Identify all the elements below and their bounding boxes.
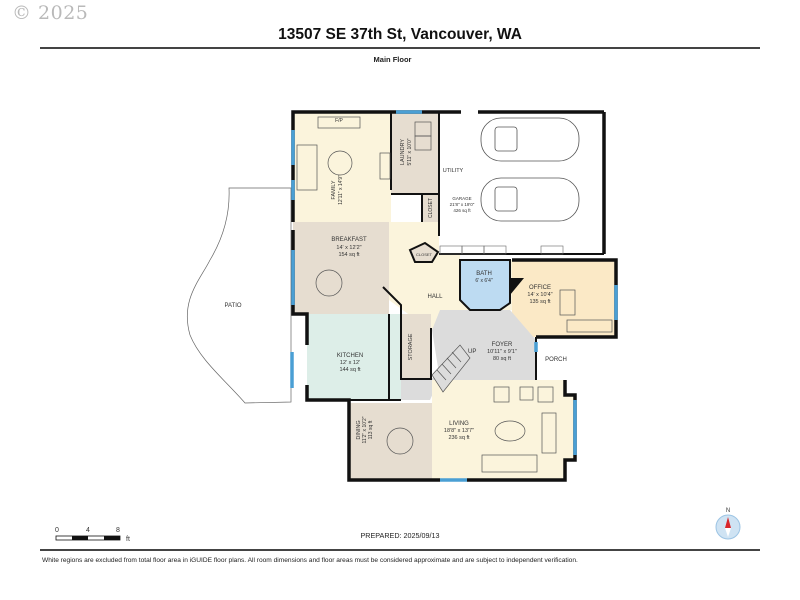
compass-icon: N: [715, 508, 741, 540]
room-dining: [349, 403, 432, 480]
copyright-watermark: © 2025: [12, 2, 89, 24]
scale-bar: 0 4 8 ft: [55, 527, 130, 543]
room-garage: [439, 112, 604, 254]
room-dims-garage: 21'8" x 19'0": [450, 202, 475, 207]
stair-up-label: UP: [468, 349, 476, 355]
room-breakfast: [293, 222, 389, 314]
garage-cars: [480, 117, 580, 222]
room-dims-foyer: 10'11" x 9'1": [487, 349, 517, 355]
furniture: [296, 116, 613, 473]
room-label-utility: UTILITY: [443, 168, 464, 174]
room-storage: [401, 314, 431, 379]
staircase: [431, 344, 471, 393]
room-dims-family: 12'11" x 14'9": [338, 175, 344, 205]
room-label-porch: PORCH: [545, 357, 567, 363]
scale-tick-8: 8: [116, 527, 120, 534]
fireplace-label: F/P: [335, 118, 343, 124]
room-label-bath: BATH: [476, 271, 492, 277]
room-label-hall: HALL: [427, 294, 443, 300]
room-dims-bath: 6' x 6'4": [475, 278, 493, 284]
room-area-garage: 426 sq ft: [453, 208, 471, 213]
room-family: [293, 112, 391, 222]
header-divider: [40, 47, 760, 49]
room-area-breakfast: 154 sq ft: [338, 252, 360, 258]
patio-area: PATIO: [186, 187, 292, 404]
room-dims-living: 18'8" x 13'7": [444, 428, 474, 434]
room-label-living: LIVING: [449, 421, 469, 427]
room-office: [512, 260, 616, 337]
page-title: 13507 SE 37th St, Vancouver, WA: [278, 26, 522, 43]
room-label-family: FAMILY: [331, 180, 337, 199]
footer-divider: [40, 549, 760, 551]
room-porch: [536, 338, 571, 378]
room-dims-laundry: 5'11" x 10'0": [407, 138, 413, 165]
room-living: [432, 380, 575, 480]
room-dims-dining: 11'2" x 10'2": [362, 416, 368, 443]
scale-tick-4: 4: [86, 527, 90, 534]
room-label-patio: PATIO: [224, 303, 241, 309]
room-label-laundry: LAUNDRY: [400, 139, 406, 166]
room-closet-1: [422, 194, 439, 224]
room-label-breakfast: BREAKFAST: [331, 237, 367, 243]
footer-disclaimer: White regions are excluded from total fl…: [42, 557, 578, 564]
scale-unit: ft: [126, 536, 130, 543]
room-area-living: 236 sq ft: [448, 435, 470, 441]
room-bath: [460, 260, 510, 310]
room-dims-kitchen: 12' x 12': [340, 360, 360, 366]
floor-label: Main Floor: [373, 55, 412, 64]
room-area-dining: 113 sq ft: [368, 420, 374, 439]
stair-landing: [400, 378, 440, 400]
room-area-office: 135 sq ft: [529, 299, 551, 305]
room-label-garage: GARAGE: [452, 196, 471, 201]
room-area-foyer: 80 sq ft: [493, 356, 512, 362]
room-area-kitchen: 144 sq ft: [339, 367, 361, 373]
room-label-office: OFFICE: [529, 285, 551, 291]
room-dims-breakfast: 14' x 12'2": [336, 245, 361, 251]
room-dims-office: 14' x 10'4": [527, 292, 552, 298]
room-label-storage: STORAGE: [408, 333, 414, 360]
room-labels: F/P FAMILY 12'11" x 14'9" LAUNDRY 5'11" …: [331, 118, 567, 444]
room-label-closet-1: CLOSET: [428, 198, 434, 218]
room-label-kitchen: KITCHEN: [337, 353, 363, 359]
compass-north-label: N: [726, 508, 730, 514]
prepared-date: PREPARED: 2025/09/13: [360, 531, 440, 540]
room-label-dining: DINING: [356, 420, 362, 439]
windows: [290, 110, 618, 482]
room-label-closet-2: CLOSET: [416, 252, 433, 257]
scale-tick-0: 0: [55, 527, 59, 534]
wall-chase: [510, 278, 524, 295]
garage-cabinets: [439, 245, 564, 255]
room-label-foyer: FOYER: [492, 342, 513, 348]
room-kitchen: [307, 314, 401, 400]
